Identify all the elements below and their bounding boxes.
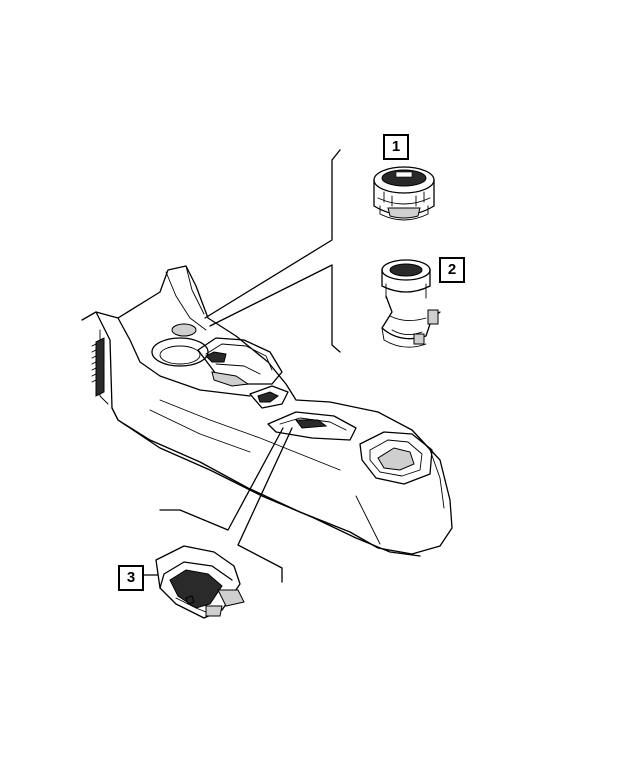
leader-line-part3b bbox=[237, 544, 283, 583]
leader-line-part2 bbox=[209, 264, 333, 327]
callout-part-2: 2 bbox=[439, 257, 465, 283]
switch-bezel-icon bbox=[155, 545, 245, 619]
center-console-icon bbox=[81, 265, 453, 557]
callout-part-1: 1 bbox=[383, 134, 409, 160]
leader-bracket-lower bbox=[331, 264, 341, 353]
callout-part-3: 3 bbox=[118, 565, 144, 591]
usb-charger-module-icon bbox=[373, 166, 435, 221]
leader-line-part1 bbox=[204, 149, 341, 319]
leader-line-part3a bbox=[159, 427, 284, 531]
bezel-bracket-icon bbox=[381, 259, 441, 348]
leader-lines bbox=[141, 149, 341, 583]
